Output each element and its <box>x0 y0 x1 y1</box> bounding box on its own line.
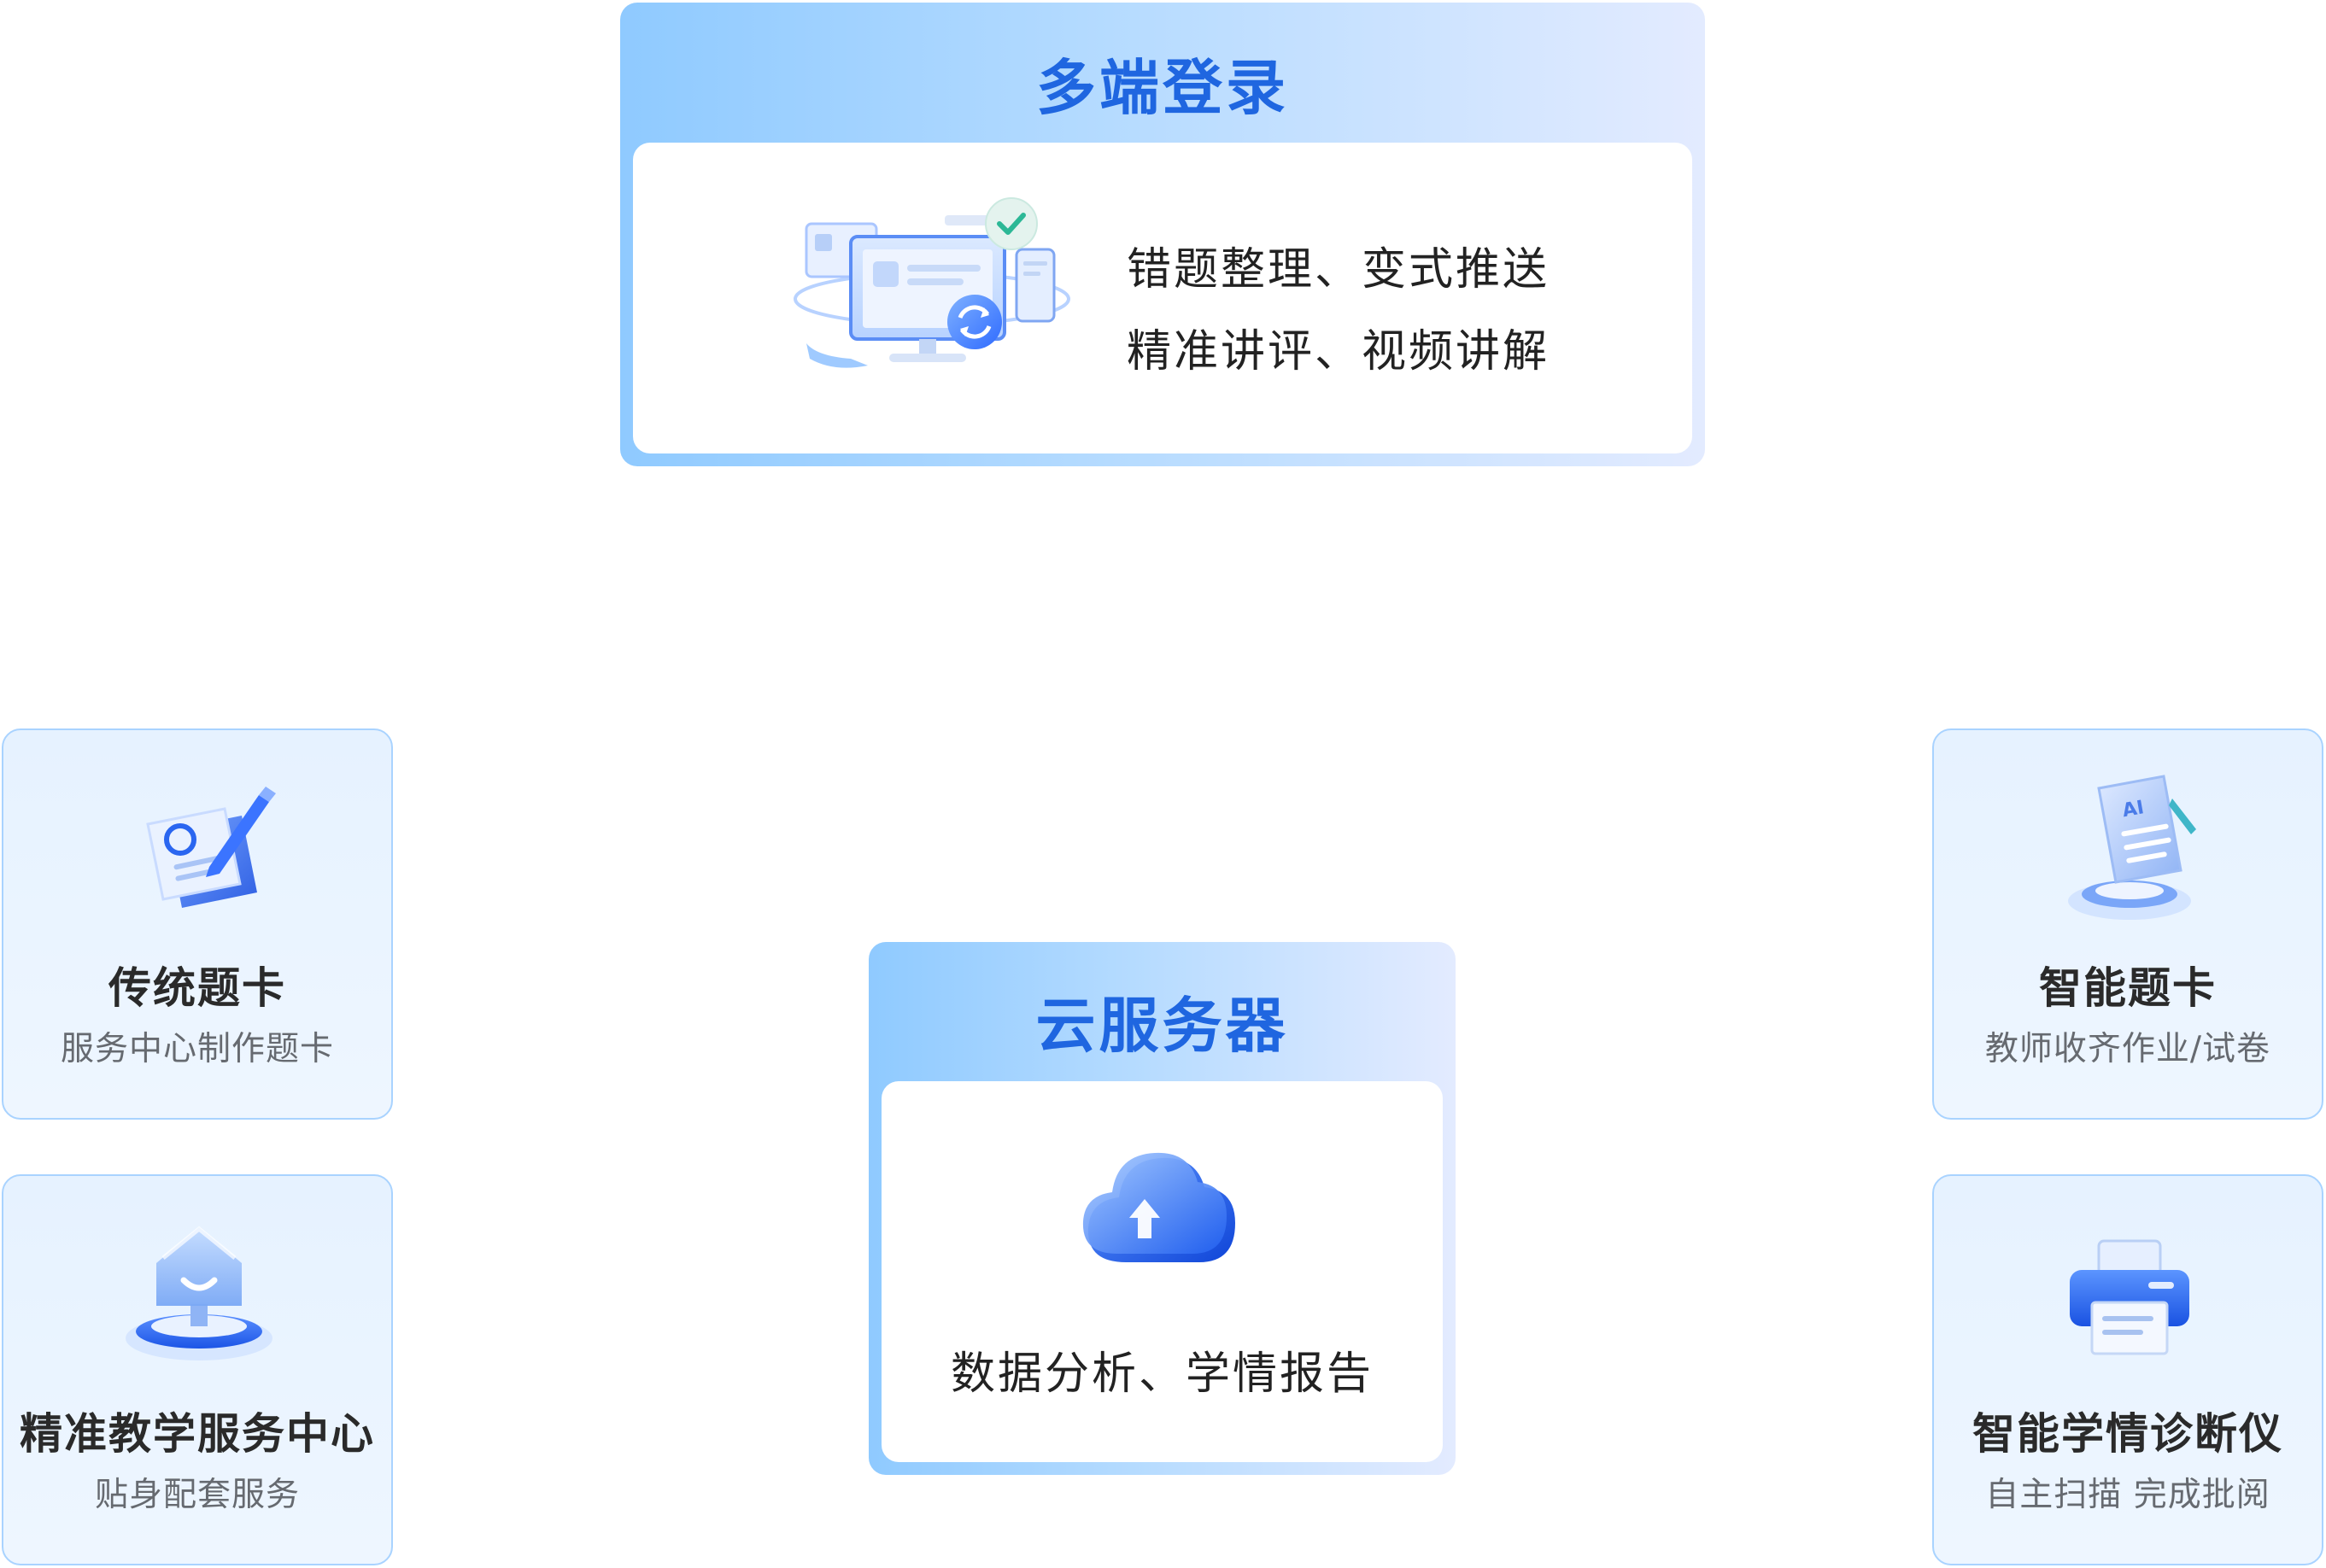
service-home-icon <box>126 1226 272 1360</box>
cloud-server-title: 云服务器 <box>1035 991 1289 1061</box>
smart-answer-sheet-title: 智能题卡 <box>2039 963 2217 1013</box>
precision-teaching-center-subtitle: 贴身配套服务 <box>94 1476 300 1514</box>
answer-sheet-pen-icon <box>146 787 276 908</box>
multi-login-panel: 多端登录 <box>620 3 1705 466</box>
smart-diagnosis-scanner-title: 智能学情诊断仪 <box>1972 1409 2283 1459</box>
smart-answer-sheet-subtitle: 教师收齐作业/试卷 <box>1984 1030 2271 1068</box>
ai-answer-sheet-icon: AI <box>2068 775 2196 920</box>
smart-diagnosis-scanner-card: 智能学情诊断仪 自主扫描 完成批阅 <box>1932 1174 2323 1565</box>
multi-login-title: 多端登录 <box>1036 53 1289 123</box>
multi-login-feature-1: 错题整理、变式推送 <box>1127 244 1550 295</box>
multi-device-sync-icon <box>794 197 1070 368</box>
cloud-upload-icon <box>1082 1152 1235 1262</box>
cloud-server-content: 数据分析、学情报告 <box>882 1081 1443 1462</box>
svg-text:AI: AI <box>2121 797 2146 822</box>
multi-login-content: 错题整理、变式推送 精准讲评、视频讲解 <box>633 143 1692 453</box>
cloud-server-panel: 云服务器 数据分析、学情报告 <box>869 942 1456 1475</box>
multi-login-feature-2: 精准讲评、视频讲解 <box>1127 326 1550 377</box>
traditional-answer-sheet-card: 传统题卡 服务中心制作题卡 <box>2 728 393 1120</box>
smart-answer-sheet-card: AI 智能题卡 教师收齐作业/试卷 <box>1932 728 2323 1120</box>
precision-teaching-center-card: 精准教学服务中心 贴身配套服务 <box>2 1174 393 1565</box>
scanner-printer-icon <box>2070 1239 2189 1355</box>
smart-diagnosis-scanner-subtitle: 自主扫描 完成批阅 <box>1985 1476 2270 1514</box>
cloud-server-feature: 数据分析、学情报告 <box>950 1349 1374 1400</box>
traditional-answer-sheet-title: 传统题卡 <box>108 963 286 1013</box>
precision-teaching-center-title: 精准教学服务中心 <box>20 1409 375 1459</box>
traditional-answer-sheet-subtitle: 服务中心制作题卡 <box>60 1030 334 1068</box>
